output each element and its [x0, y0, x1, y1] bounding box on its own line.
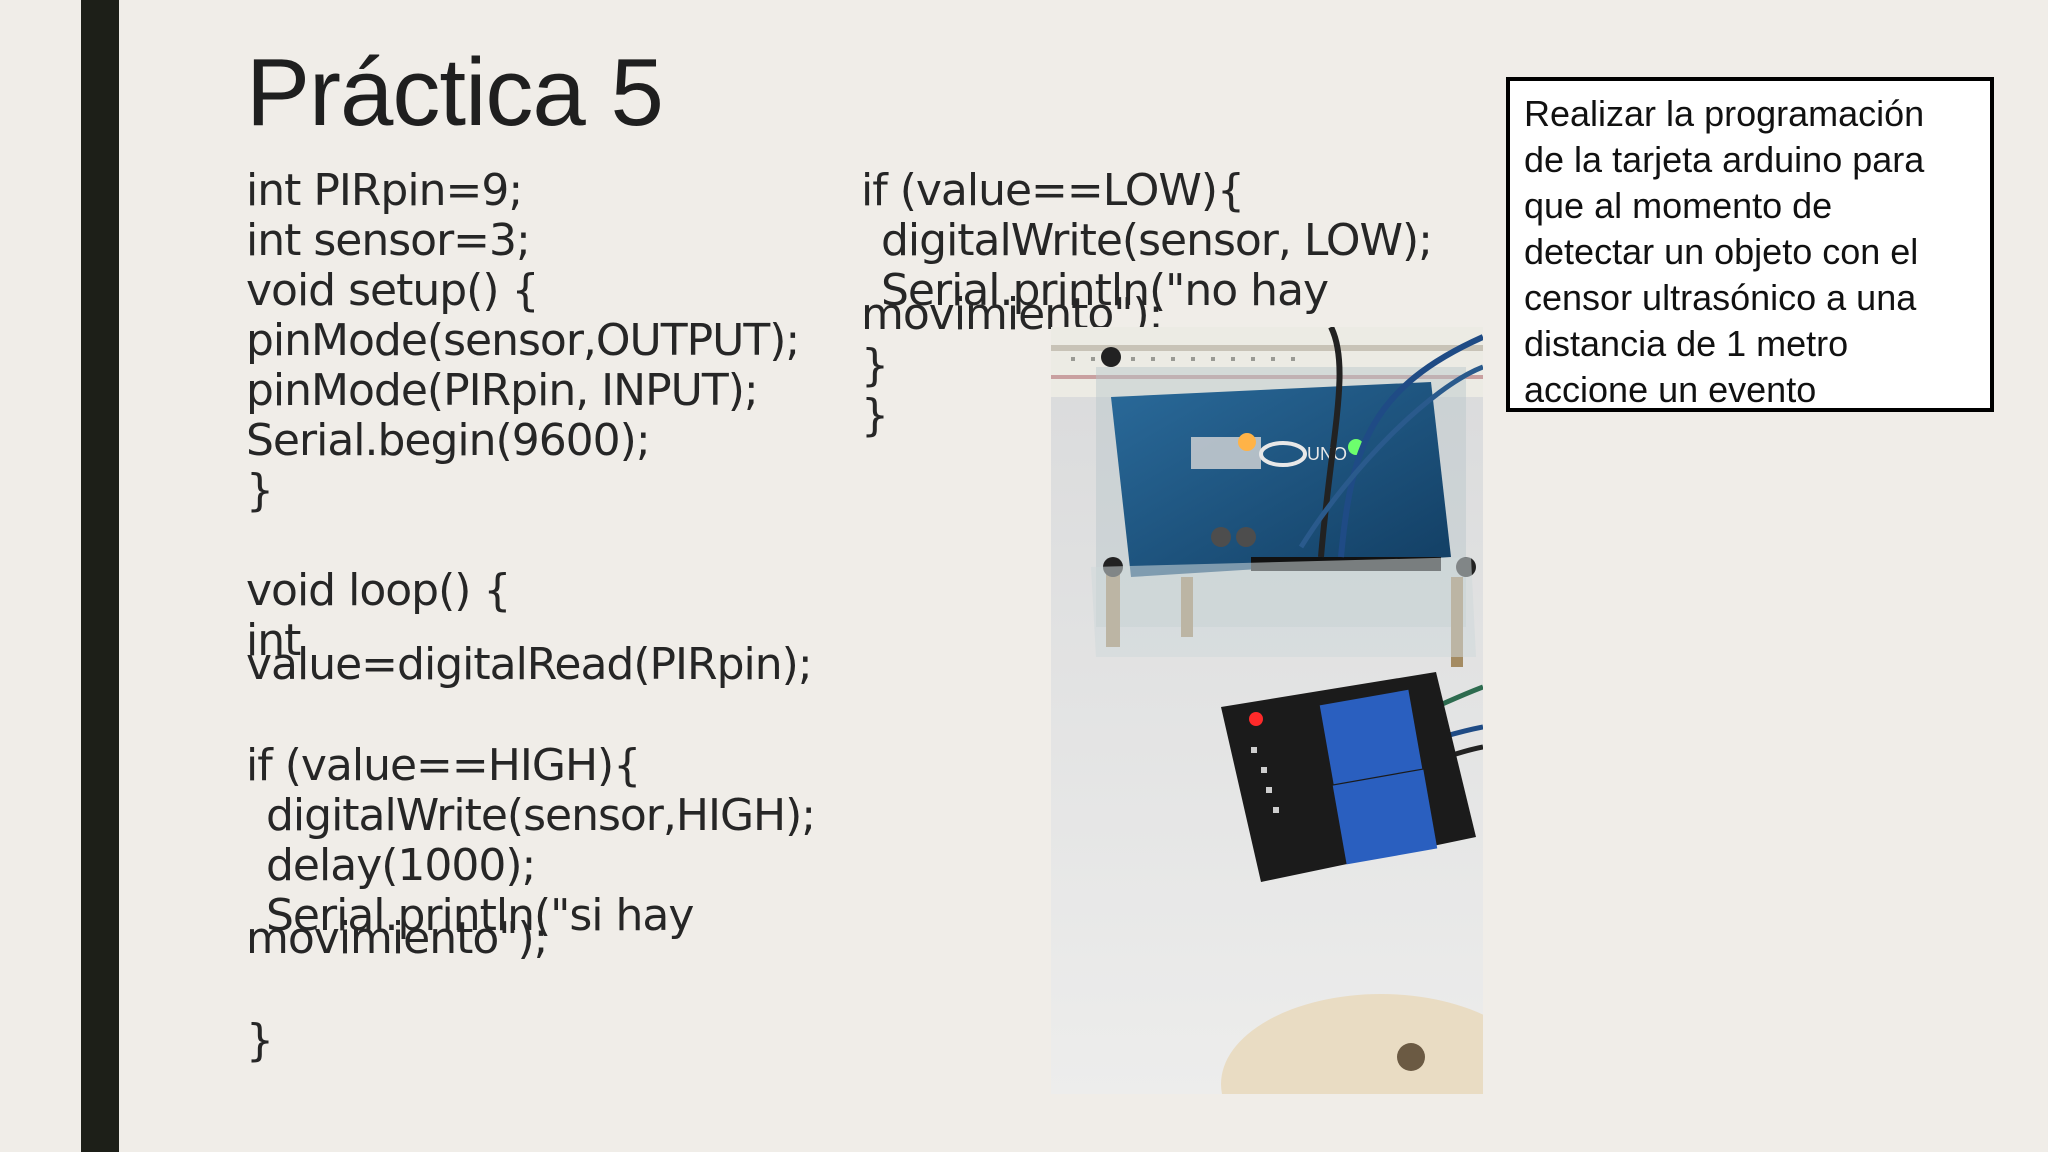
- code-line: void setup() {: [246, 265, 539, 316]
- code-line: int PIRpin=9;: [246, 165, 523, 216]
- code-line: pinMode(sensor,OUTPUT);: [246, 315, 800, 366]
- task-description-box: Realizar la programación de la tarjeta a…: [1506, 77, 1994, 412]
- board-label: UNO: [1307, 444, 1347, 464]
- slide-title: Práctica 5: [246, 39, 664, 146]
- code-line: int sensor=3;: [246, 215, 531, 266]
- code-line: Serial.println("no hay: [881, 265, 1329, 316]
- code-block-left: int PIRpin=9; int sensor=3; void setup()…: [246, 166, 846, 1086]
- code-line: pinMode(PIRpin, INPUT);: [246, 365, 759, 416]
- code-line: digitalWrite(sensor,HIGH);: [266, 790, 816, 841]
- code-line: value=digitalRead(PIRpin);: [246, 639, 813, 690]
- code-line: if (value==LOW){: [861, 165, 1245, 216]
- code-line: int: [246, 615, 301, 666]
- code-line: if (value==HIGH){: [246, 740, 641, 791]
- code-block-right: if (value==LOW){ digitalWrite(sensor, LO…: [861, 166, 1461, 466]
- code-line: delay(1000);: [266, 840, 536, 891]
- task-line: accione un evento: [1524, 369, 1817, 410]
- code-line: digitalWrite(sensor, LOW);: [881, 215, 1433, 266]
- code-line: void loop() {: [246, 565, 511, 616]
- task-line: detectar un objeto con el: [1524, 231, 1919, 272]
- photo-illustration: UNO: [1051, 327, 1483, 1094]
- code-line: Serial.begin(9600);: [246, 415, 651, 466]
- task-line: Realizar la programación: [1524, 93, 1925, 134]
- code-line: }: [861, 340, 889, 391]
- code-line: }: [246, 1015, 274, 1066]
- slide-side-bar: [81, 0, 119, 1152]
- code-line: }: [861, 390, 889, 441]
- code-line: movimiento");: [246, 913, 548, 964]
- task-line: distancia de 1 metro: [1524, 323, 1849, 364]
- task-line: censor ultrasónico a una: [1524, 277, 1917, 318]
- arduino-relay-photo: UNO: [1051, 327, 1483, 1094]
- task-line: de la tarjeta arduino para: [1524, 139, 1925, 180]
- code-line: Serial.println("si hay: [266, 890, 694, 941]
- task-line: que al momento de: [1524, 185, 1833, 226]
- code-line: }: [246, 465, 274, 516]
